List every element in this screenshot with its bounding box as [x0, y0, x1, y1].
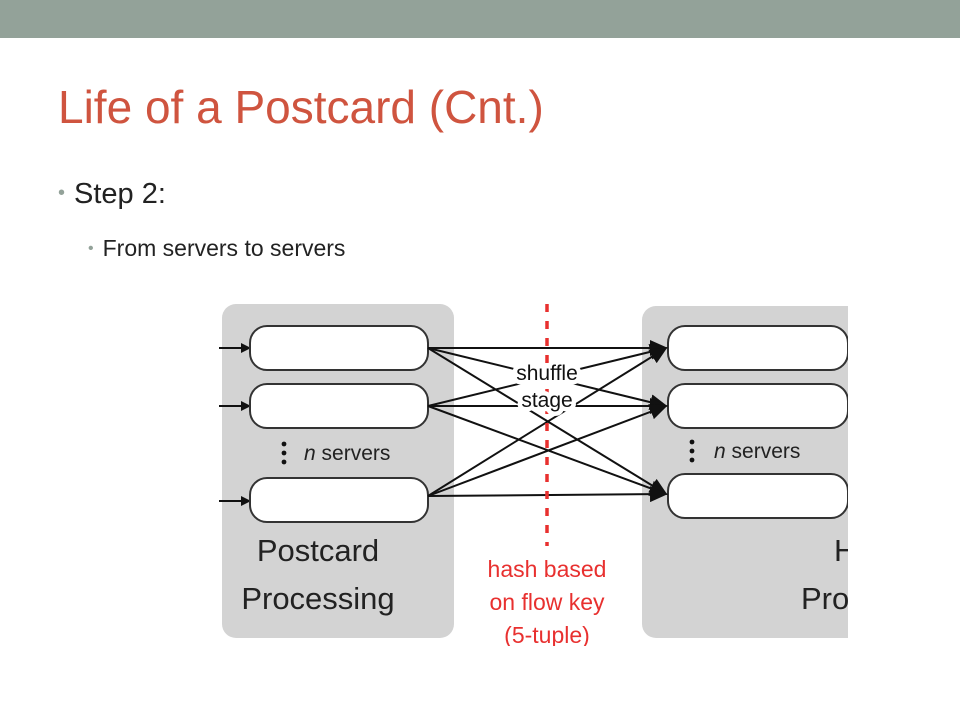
shuffle-label-line2: stage	[521, 389, 572, 412]
shuffle-diagram-svg: n servers n servers shuffle stage Postca…	[219, 304, 848, 646]
right-label-line2: Pro	[801, 581, 848, 616]
bullet-from-servers: • From servers to servers	[88, 235, 345, 262]
hash-note-line1: hash based	[488, 556, 607, 582]
bullet-dot-icon: •	[88, 240, 94, 257]
shuffle-diagram: n servers n servers shuffle stage Postca…	[214, 296, 848, 646]
right-label-line1: H	[834, 533, 848, 568]
bullet-dot-icon: •	[58, 182, 66, 204]
hash-note-line2: on flow key	[489, 589, 605, 615]
hash-note-line3: (5-tuple)	[504, 622, 590, 646]
right-server-box-2	[667, 383, 848, 429]
bullet-step-2-text: Step 2:	[74, 178, 166, 210]
top-accent-band	[0, 0, 960, 38]
bullet-step-2: • Step 2:	[58, 178, 166, 211]
postcard-label-line1: Postcard	[257, 533, 379, 568]
postcard-label-line2: Processing	[241, 581, 394, 616]
right-server-box-1	[667, 325, 848, 371]
right-server-box-3	[667, 473, 848, 519]
right-servers-label: n servers	[714, 440, 800, 463]
left-server-box-3	[249, 477, 429, 523]
slide-title: Life of a Postcard (Cnt.)	[58, 81, 544, 133]
left-server-box-2	[249, 383, 429, 429]
shuffle-label-line1: shuffle	[516, 362, 578, 385]
left-server-box-1	[249, 325, 429, 371]
left-ellipsis-icon	[281, 441, 287, 465]
bullet-from-servers-text: From servers to servers	[102, 235, 346, 261]
left-servers-label: n servers	[304, 442, 390, 465]
right-ellipsis-icon	[689, 439, 695, 463]
